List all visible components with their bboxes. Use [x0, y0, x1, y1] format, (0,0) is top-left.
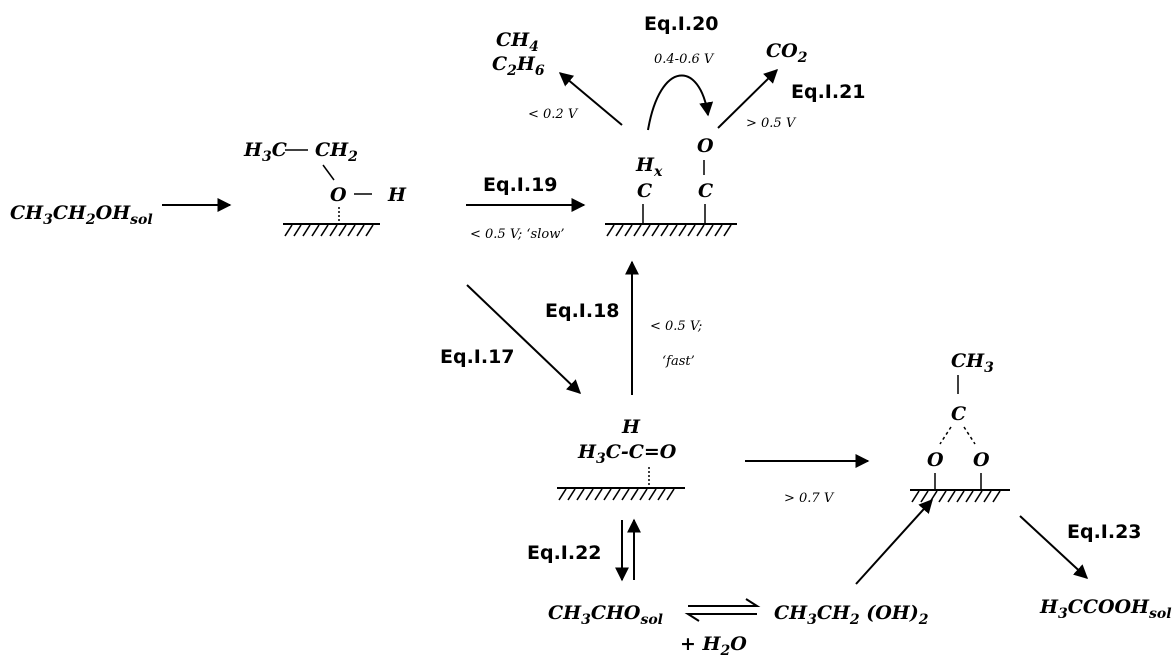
svg-text:H3C: H3C	[243, 139, 287, 165]
svg-text:H3C-C=O: H3C-C=O	[577, 441, 677, 467]
eq-23-label: Eq.I.23	[1067, 521, 1142, 543]
arrow-to-hydrocarbons	[558, 72, 623, 126]
ethanol-sol-label: CH3CH2OHsol	[10, 202, 153, 228]
water-label: + H2O	[680, 633, 747, 659]
cond-slow: < 0.5 V; ‘slow’	[470, 227, 564, 242]
svg-text:H: H	[387, 184, 407, 206]
eq-18-label: Eq.I.18	[545, 300, 620, 322]
eq-17-label: Eq.I.17	[440, 346, 515, 368]
c2h6-label: C2H6	[492, 53, 545, 79]
arrow-diol-to-acetate	[855, 498, 933, 585]
cond-fast: ‘fast’	[662, 354, 695, 369]
eq-21-label: Eq.I.21	[791, 81, 866, 103]
svg-text:C: C	[637, 180, 652, 202]
acetaldehyde-sol-label: CH3CHOsol	[548, 602, 663, 628]
arrow-eq-20	[647, 74, 714, 131]
svg-text:O: O	[973, 449, 990, 471]
arrow-eq-23	[1019, 515, 1089, 579]
cond-gt-05v: > 0.5 V	[746, 116, 797, 131]
ch4-label: CH4	[496, 29, 539, 55]
gem-diol-label: CH3CH2 (OH)2	[774, 602, 929, 628]
cond-lt-02v: < 0.2 V	[528, 107, 579, 122]
arrow-eq-17	[466, 284, 582, 394]
svg-text:C: C	[951, 403, 966, 425]
svg-text:O: O	[927, 449, 944, 471]
cond-04-06v: 0.4-0.6 V	[654, 52, 715, 67]
adsorbed-acetaldehyde: H H3C-C=O	[557, 416, 685, 501]
svg-text:CH2: CH2	[315, 139, 358, 165]
surface-hatch-top	[606, 224, 732, 237]
surface-hatch-acetate	[911, 490, 1001, 503]
svg-text:H: H	[621, 416, 641, 438]
svg-text:Hx: Hx	[635, 154, 663, 180]
eq-19-label: Eq.I.19	[483, 174, 558, 196]
equilibrium-reverse	[684, 613, 757, 622]
eq-20-label: Eq.I.20	[644, 13, 719, 35]
acetic-acid-sol-label: H3CCOOHsol	[1039, 596, 1172, 622]
svg-text:CH3: CH3	[951, 350, 994, 376]
arrow-eq-21	[717, 69, 778, 129]
svg-text:O: O	[697, 135, 714, 157]
svg-text:C: C	[698, 180, 713, 202]
adsorbed-ethoxy: H3C CH2 O H	[243, 139, 407, 237]
cond-lt-05v: < 0.5 V;	[650, 319, 702, 334]
equilibrium-forward	[688, 598, 761, 607]
adsorbed-chx-co: Hx C O C	[605, 135, 737, 237]
eq-22-label: Eq.I.22	[527, 542, 602, 564]
surface-hatch-acetaldehyde	[558, 488, 675, 501]
co2-label: CO2	[766, 40, 808, 66]
cond-gt-07v: > 0.7 V	[784, 491, 835, 506]
svg-text:O: O	[330, 184, 347, 206]
adsorbed-acetate: CH3 C O O	[910, 350, 1010, 503]
surface-hatch-ethoxy	[284, 224, 374, 237]
